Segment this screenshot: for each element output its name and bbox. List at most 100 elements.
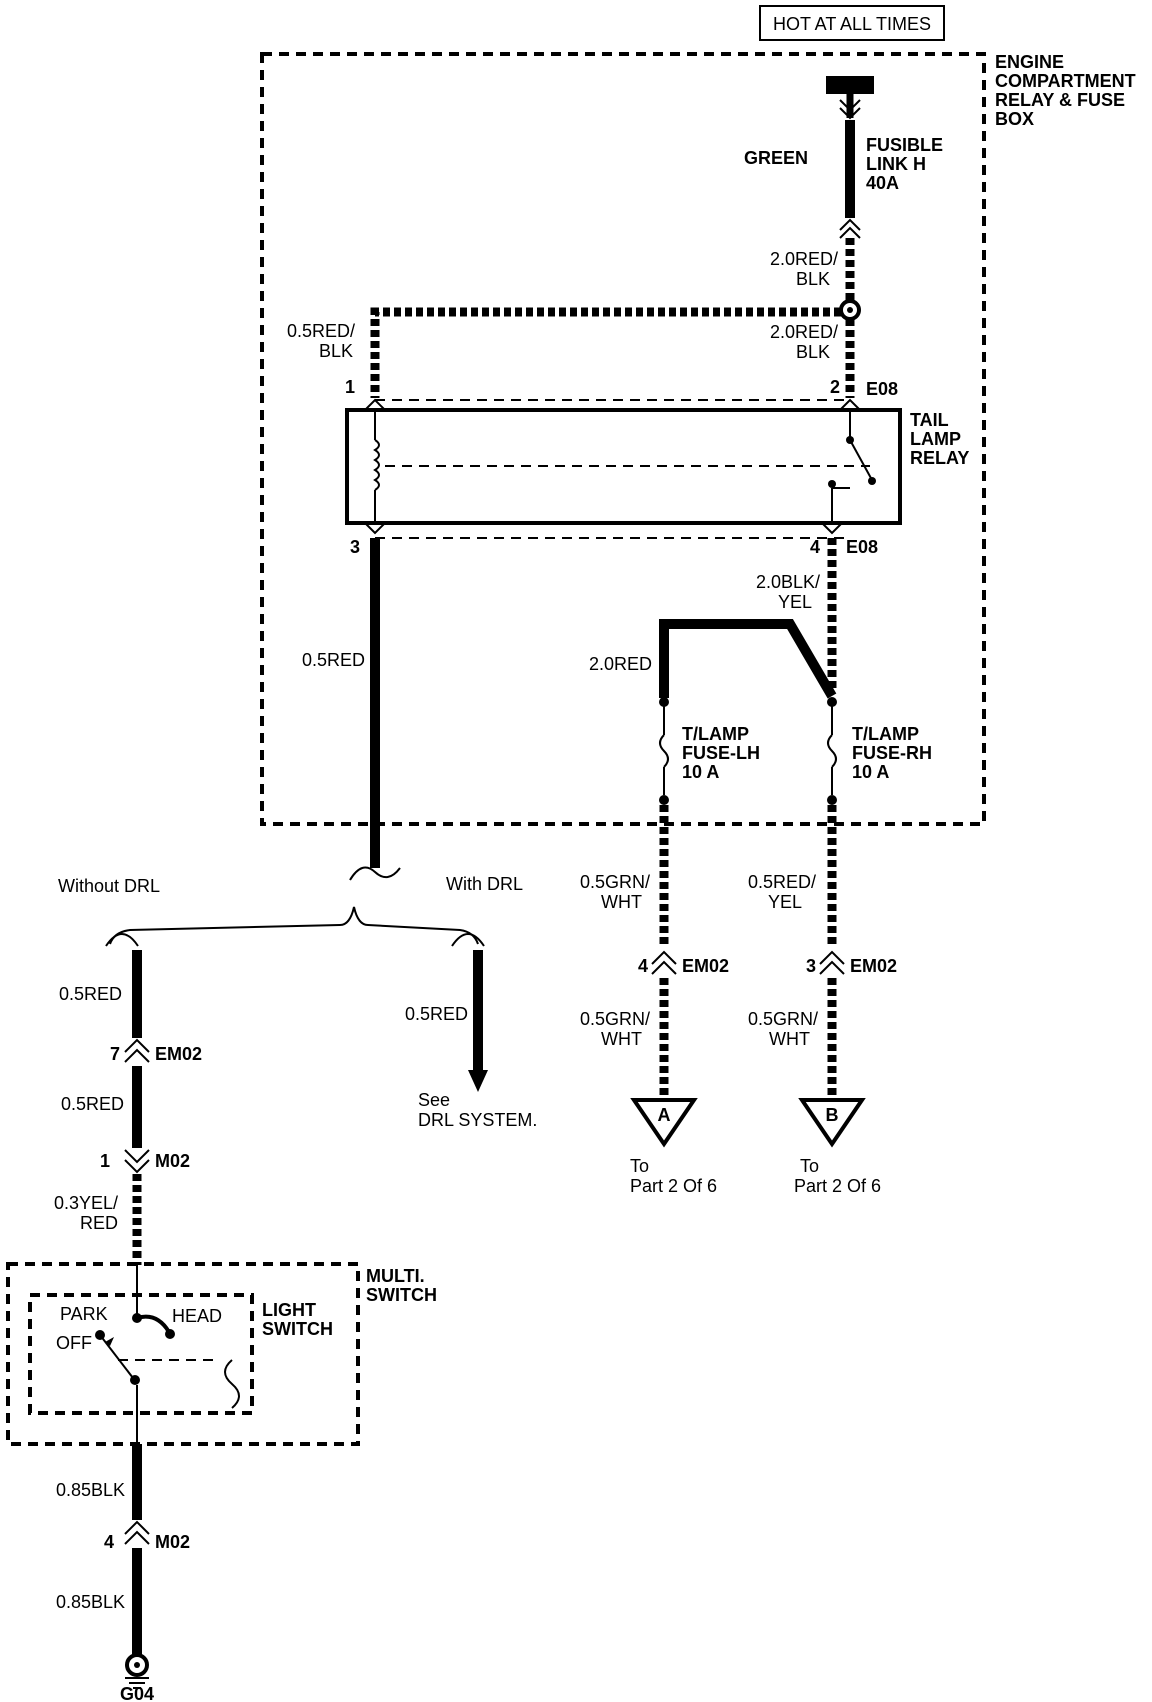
svg-text:4: 4: [104, 1532, 114, 1552]
svg-text:EM02: EM02: [682, 956, 729, 976]
svg-text:RELAY & FUSE: RELAY & FUSE: [995, 90, 1125, 110]
fuse-rh-label-2: FUSE-RH: [852, 743, 932, 763]
offpage-connector-a: A To Part 2 Of 6: [630, 1098, 717, 1196]
power-source: HOT AT ALL TIMES: [759, 5, 945, 41]
wire-label: 0.5GRN/: [580, 1009, 650, 1029]
svg-text:B: B: [826, 1105, 839, 1125]
fuse-rh-label: T/LAMP: [852, 724, 919, 744]
relay-connector-top: E08: [866, 379, 898, 399]
connector-m02-bottom: 4 M02: [104, 1520, 190, 1552]
wire-red-fuse: [659, 619, 837, 699]
light-switch-boundary: [28, 1293, 254, 1415]
wire-label: 0.5RED: [61, 1094, 124, 1114]
fuse-box-boundary: [260, 52, 986, 826]
fuse-rh-rating: 10 A: [852, 762, 889, 782]
wire-label: 0.5GRN/: [748, 1009, 818, 1029]
fuse-box-label: ENGINE COMPARTMENT RELAY & FUSE BOX: [995, 52, 1136, 129]
svg-text:3: 3: [806, 956, 816, 976]
fuse-rh: T/LAMP FUSE-RH 10 A: [827, 697, 932, 805]
connector-em02-lh: 4 EM02: [638, 950, 729, 976]
fusible-link: GREEN FUSIBLE LINK H 40A: [744, 76, 943, 239]
wire-label: 0.85BLK: [56, 1592, 125, 1612]
light-switch-label: LIGHT: [262, 1300, 316, 1320]
svg-text:M02: M02: [155, 1532, 190, 1552]
connector-em02-left: 7 EM02: [110, 1038, 202, 1064]
svg-text:BOX: BOX: [995, 109, 1034, 129]
fusible-link-name-2: LINK H: [866, 154, 926, 174]
wire-label: 0.5RED/: [748, 872, 816, 892]
wire-label: BLK: [796, 269, 830, 289]
wire-label: 0.5GRN/: [580, 872, 650, 892]
svg-text:M02: M02: [155, 1151, 190, 1171]
wire-label: 0.85BLK: [56, 1480, 125, 1500]
arrow-down-icon: [468, 1070, 488, 1092]
wire-label: BLK: [319, 341, 353, 361]
wire-label: 2.0RED/: [770, 249, 838, 269]
relay-pin-4: 4: [810, 537, 820, 557]
wire-label: 0.5RED: [302, 650, 365, 670]
wire-break: [349, 866, 401, 881]
light-switch-label-2: SWITCH: [262, 1319, 333, 1339]
svg-text:To: To: [630, 1156, 649, 1176]
wire-label: 2.0RED/: [770, 322, 838, 342]
fusible-link-rating: 40A: [866, 173, 899, 193]
wire-label: YEL: [778, 592, 812, 612]
relay-name: TAIL: [910, 410, 949, 430]
relay-name-3: RELAY: [910, 448, 969, 468]
light-switch: PARK HEAD OFF: [56, 1265, 240, 1444]
connector-em02-rh: 3 EM02: [806, 950, 897, 976]
wire-label: WHT: [769, 1029, 810, 1049]
wire-label: YEL: [768, 892, 802, 912]
relay-pin-2: 2: [830, 377, 840, 397]
relay-pin-1: 1: [345, 377, 355, 397]
svg-text:4: 4: [638, 956, 648, 976]
svg-text:EM02: EM02: [850, 956, 897, 976]
option-with-drl: With DRL: [446, 874, 523, 894]
fuse-lh-label-2: FUSE-LH: [682, 743, 760, 763]
wire-label: 0.5RED: [405, 1004, 468, 1024]
connector-m02-top: 1 M02: [100, 1149, 190, 1174]
fusible-link-color: GREEN: [744, 148, 808, 168]
drl-reference-2: DRL SYSTEM.: [418, 1110, 537, 1130]
wire-label: WHT: [601, 892, 642, 912]
switch-position-head: HEAD: [172, 1306, 222, 1326]
fuse-lh-rating: 10 A: [682, 762, 719, 782]
switch-position-off: OFF: [56, 1333, 92, 1353]
switch-position-park: PARK: [60, 1304, 108, 1324]
fuse-lh-label: T/LAMP: [682, 724, 749, 744]
tail-lamp-relay: TAIL LAMP RELAY 1 2 E08 3 4 E08: [345, 377, 969, 557]
option-bracket: [109, 906, 479, 945]
svg-text:Part 2 Of 6: Part 2 Of 6: [630, 1176, 717, 1196]
wire-label: 2.0BLK/: [756, 572, 820, 592]
offpage-connector-b: B To Part 2 Of 6: [794, 1098, 881, 1196]
drl-reference: See: [418, 1090, 450, 1110]
svg-text:1: 1: [100, 1151, 110, 1171]
svg-text:A: A: [658, 1105, 671, 1125]
svg-text:COMPARTMENT: COMPARTMENT: [995, 71, 1136, 91]
multi-switch-label-2: SWITCH: [366, 1285, 437, 1305]
option-without-drl: Without DRL: [58, 876, 160, 896]
multi-switch-label: MULTI.: [366, 1266, 425, 1286]
wire-label: 0.3YEL/: [54, 1193, 118, 1213]
power-source-label: HOT AT ALL TIMES: [773, 14, 931, 34]
ground-icon: [125, 1653, 149, 1689]
relay-name-2: LAMP: [910, 429, 961, 449]
wire-label: 2.0RED: [589, 654, 652, 674]
fuse-lh: T/LAMP FUSE-LH 10 A: [659, 697, 760, 805]
multi-switch-boundary: [6, 1262, 360, 1446]
svg-text:To: To: [800, 1156, 819, 1176]
svg-text:7: 7: [110, 1044, 120, 1064]
ground-label: G04: [120, 1684, 154, 1702]
wire-label: RED: [80, 1213, 118, 1233]
svg-text:Part 2 Of 6: Part 2 Of 6: [794, 1176, 881, 1196]
relay-connector-bottom: E08: [846, 537, 878, 557]
wire-label: WHT: [601, 1029, 642, 1049]
wire-label: 0.5RED/: [287, 321, 355, 341]
wire-label: BLK: [796, 342, 830, 362]
relay-pin-3: 3: [350, 537, 360, 557]
svg-text:EM02: EM02: [155, 1044, 202, 1064]
svg-text:ENGINE: ENGINE: [995, 52, 1064, 72]
wire-label: 0.5RED: [59, 984, 122, 1004]
wire-red-blk-left: [370, 307, 841, 398]
